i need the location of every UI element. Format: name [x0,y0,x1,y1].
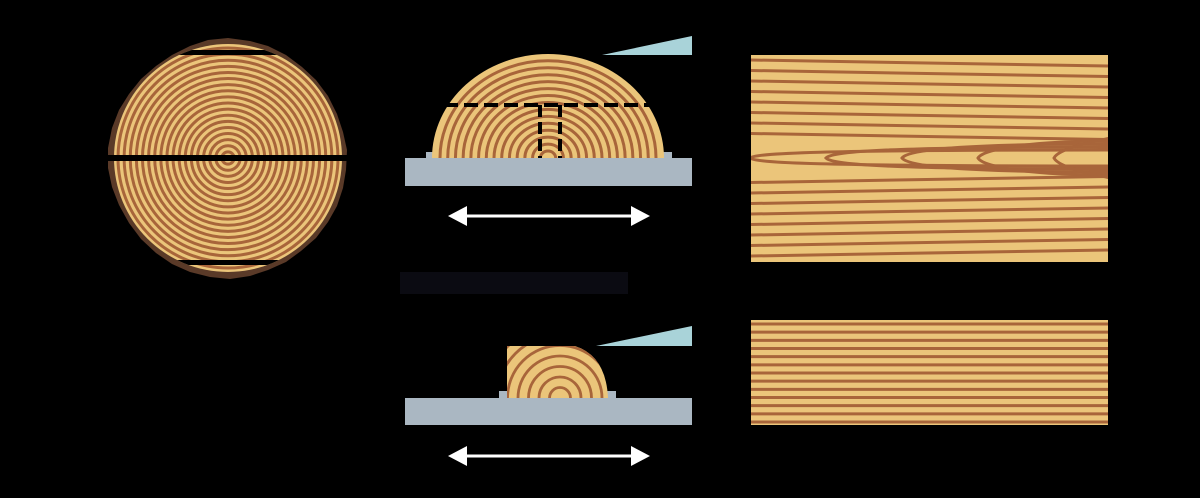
flat-sawn-grain-line [751,121,1108,131]
first-cut-assembly [405,36,692,226]
first-cut-ring [515,128,581,158]
flat-sawn-grain-line [751,111,1108,120]
second-cut-arrow-icon [448,446,650,466]
first-cut-ring [453,73,643,158]
first-cut-ring [469,87,627,158]
second-cut-ring [516,354,604,398]
log-cut-line-center [106,155,350,161]
second-cut-ring [527,365,593,398]
quarter-sawn-grain [751,322,1108,424]
flat-sawn-grain-line [751,217,1108,226]
first-cut-saw-table [405,158,692,186]
flat-sawn-grain-line [751,175,1108,184]
second-cut-ring [548,386,572,398]
flat-sawn-grain-line [751,196,1108,205]
first-cut-ring [461,80,635,158]
first-cut-ring [438,59,658,158]
first-cut-ring [507,121,589,158]
flat-sawn-grain-line [751,185,1108,195]
flat-sawn-grain-line [751,90,1108,99]
caption-bar [400,272,628,294]
flat-sawn-board-surface [751,55,1108,262]
flat-sawn-cathedral-line [976,139,1108,177]
log-cross-section [106,38,350,279]
flat-sawn-grain-line [751,238,1108,247]
second-cut-saw-table [405,398,692,425]
flat-sawn-grain [751,58,1108,258]
first-cut-ring [531,142,565,158]
flat-sawn-grain-line [751,69,1108,78]
flat-sawn-board [751,55,1108,262]
flat-sawn-cathedral-line [900,142,1108,174]
flat-sawn-grain-line [751,227,1108,237]
log-cut-lines [114,50,342,265]
second-cut-blade-icon [596,326,692,346]
flat-sawn-grain-line [751,58,1108,68]
second-cut-rings [507,346,608,398]
first-cut-blade-icon [602,36,692,55]
first-cut-ring [446,66,650,158]
log-cut-line-top [114,50,342,55]
flat-sawn-grain-line [751,79,1108,89]
flat-sawn-grain-line [751,100,1108,110]
first-cut-arrow-icon [448,206,650,226]
first-cut-ring [500,114,596,158]
flat-sawn-grain-line [751,206,1108,216]
first-cut-ring [477,94,619,158]
first-cut-ring [492,107,604,158]
flat-sawn-grain-line [751,248,1108,258]
first-cut-rings [438,59,658,158]
first-cut-ring [523,135,573,158]
second-cut-ring [537,375,583,398]
log-cut-line-bottom [114,260,342,265]
first-cut-ring [484,100,612,158]
flat-sawn-grain-line [751,132,1108,141]
quarter-sawn-board [751,320,1108,425]
second-cut-assembly [405,326,692,466]
